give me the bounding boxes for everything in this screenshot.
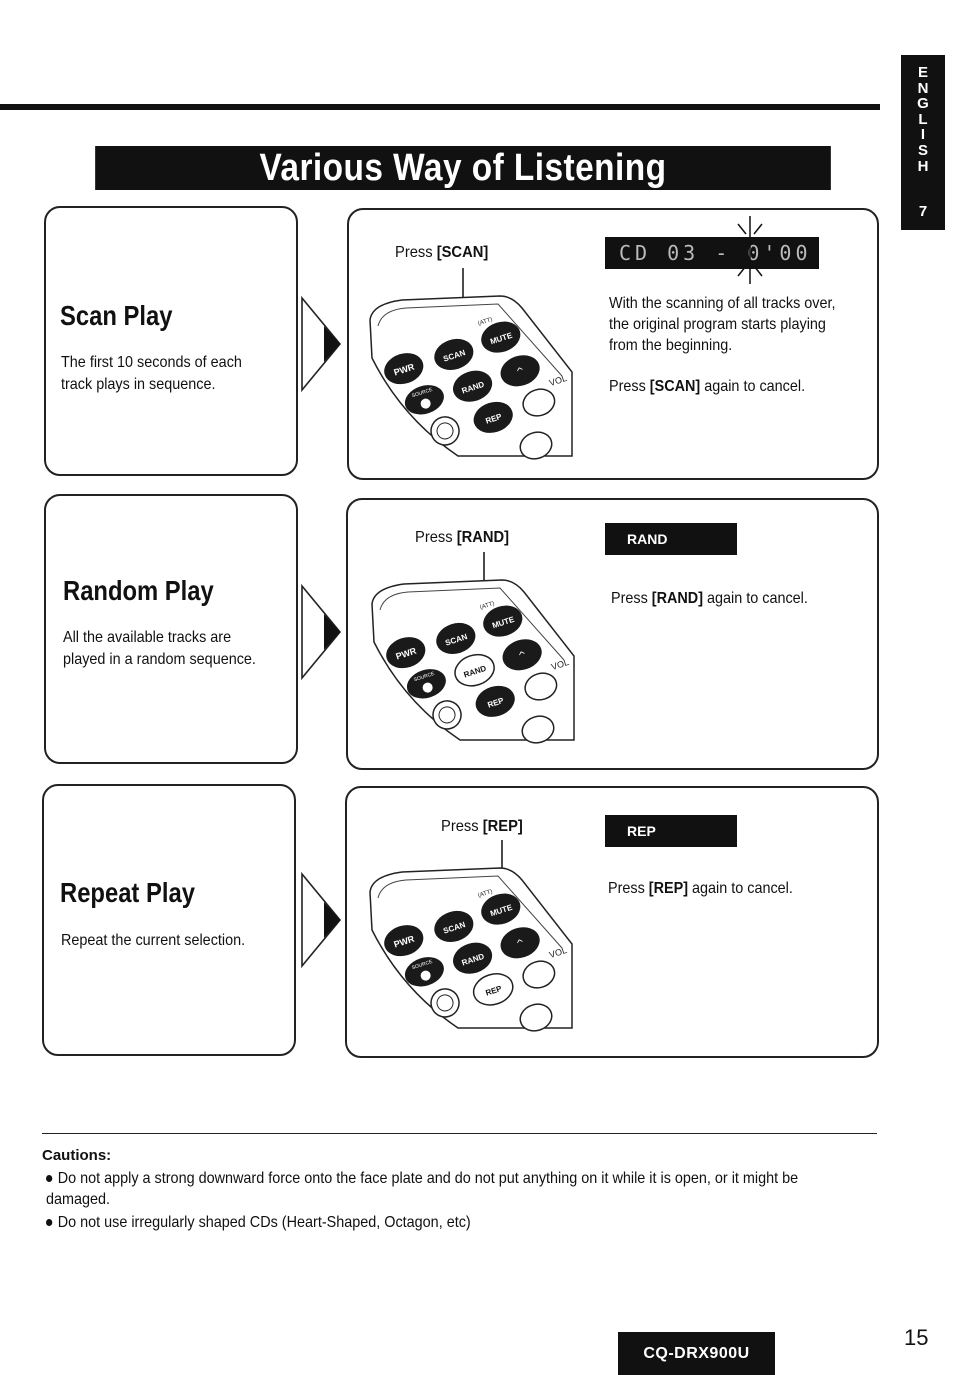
rand-display-text: RAND — [627, 531, 668, 547]
remote-up-arrow-icon: ^ — [517, 650, 528, 663]
caution-item: Do not use irregularly shaped CDs (Heart… — [46, 1212, 861, 1233]
scan-cancel-instruction: Press [SCAN] again to cancel. — [609, 378, 806, 395]
arrow-right-icon — [301, 296, 342, 392]
rep-cancel-instruction: Press [REP] again to cancel. — [608, 880, 793, 897]
scan-key: [SCAN] — [436, 244, 489, 261]
page-title: Various Way of Listening — [259, 146, 667, 189]
side-tab-letter: I — [920, 126, 926, 144]
remote-att-label: (ATT) — [479, 601, 495, 611]
scan-play-description: The first 10 seconds of each track plays… — [61, 354, 242, 393]
scan-info-paragraph: With the scanning of all tracks over, th… — [609, 295, 836, 354]
scan-play-title: Scan Play — [60, 300, 173, 331]
cautions-divider — [42, 1133, 877, 1134]
language-side-tab: E N G L I S H 7 — [901, 55, 945, 230]
remote-up-arrow-icon: ^ — [515, 366, 526, 379]
side-tab-letter: E — [917, 64, 928, 81]
side-tab-letter: N — [917, 79, 929, 97]
bullet-icon — [46, 1219, 53, 1227]
remote-control-illustration: PWR SCAN MUTE (ATT) SOURCE RAND ^ VOL RE… — [369, 268, 573, 460]
random-play-title: Random Play — [63, 575, 214, 606]
top-rule — [0, 104, 880, 110]
side-tab-letter: G — [917, 95, 929, 113]
rand-display: RAND — [605, 523, 737, 555]
bullet-icon — [46, 1175, 53, 1183]
side-tab-letter: L — [918, 110, 928, 128]
remote-att-label: (ATT) — [477, 317, 493, 327]
random-play-description: All the available tracks are played in a… — [63, 629, 256, 668]
repeat-play-description: Repeat the current selection. — [61, 932, 246, 949]
caution-item: Do not apply a strong downward force ont… — [46, 1170, 799, 1208]
press-rep-label: Press [REP] — [441, 818, 523, 835]
side-tab-number: 7 — [918, 203, 928, 220]
remote-control-illustration: PWR SCAN MUTE (ATT) SOURCE RAND ^ VOL RE… — [371, 552, 575, 744]
lcd-display-text: CD 03 - 0'00 — [619, 241, 812, 265]
remote-control-illustration: PWR SCAN MUTE (ATT) SOURCE RAND ^ VOL RE… — [369, 840, 573, 1032]
remote-att-label: (ATT) — [477, 889, 493, 899]
remote-up-arrow-icon: ^ — [515, 938, 526, 951]
rep-display-text: REP — [627, 823, 656, 839]
repeat-play-title: Repeat Play — [60, 877, 195, 908]
display-blink-indicator — [737, 216, 763, 284]
lcd-display: CD 03 - 0'00 — [605, 237, 819, 269]
page-number: 15 — [904, 1325, 929, 1350]
rep-info-text: Press [REP] again to cancel. — [608, 878, 860, 899]
model-name: CQ-DRX900U — [643, 1344, 750, 1362]
arrow-right-icon — [301, 584, 342, 680]
arrow-right-icon — [301, 872, 342, 968]
scan-info-text: With the scanning of all tracks over, th… — [609, 293, 861, 397]
rep-display: REP — [605, 815, 737, 847]
model-badge: CQ-DRX900U — [618, 1332, 775, 1375]
side-tab-letter: H — [917, 157, 929, 175]
rep-key: [REP] — [482, 818, 523, 835]
page-title-bar: Various Way of Listening — [95, 146, 831, 190]
side-tab-letter: S — [917, 141, 928, 159]
rand-key: [RAND] — [456, 529, 510, 546]
rand-cancel-instruction: Press [RAND] again to cancel. — [611, 590, 808, 607]
rand-info-text: Press [RAND] again to cancel. — [611, 588, 863, 609]
press-scan-label: Press [SCAN] — [395, 244, 489, 261]
random-play-card — [44, 494, 298, 764]
repeat-play-card — [42, 784, 296, 1056]
scan-play-card — [44, 206, 298, 476]
cautions-title: Cautions: — [42, 1147, 112, 1164]
press-rand-label: Press [RAND] — [415, 529, 510, 546]
